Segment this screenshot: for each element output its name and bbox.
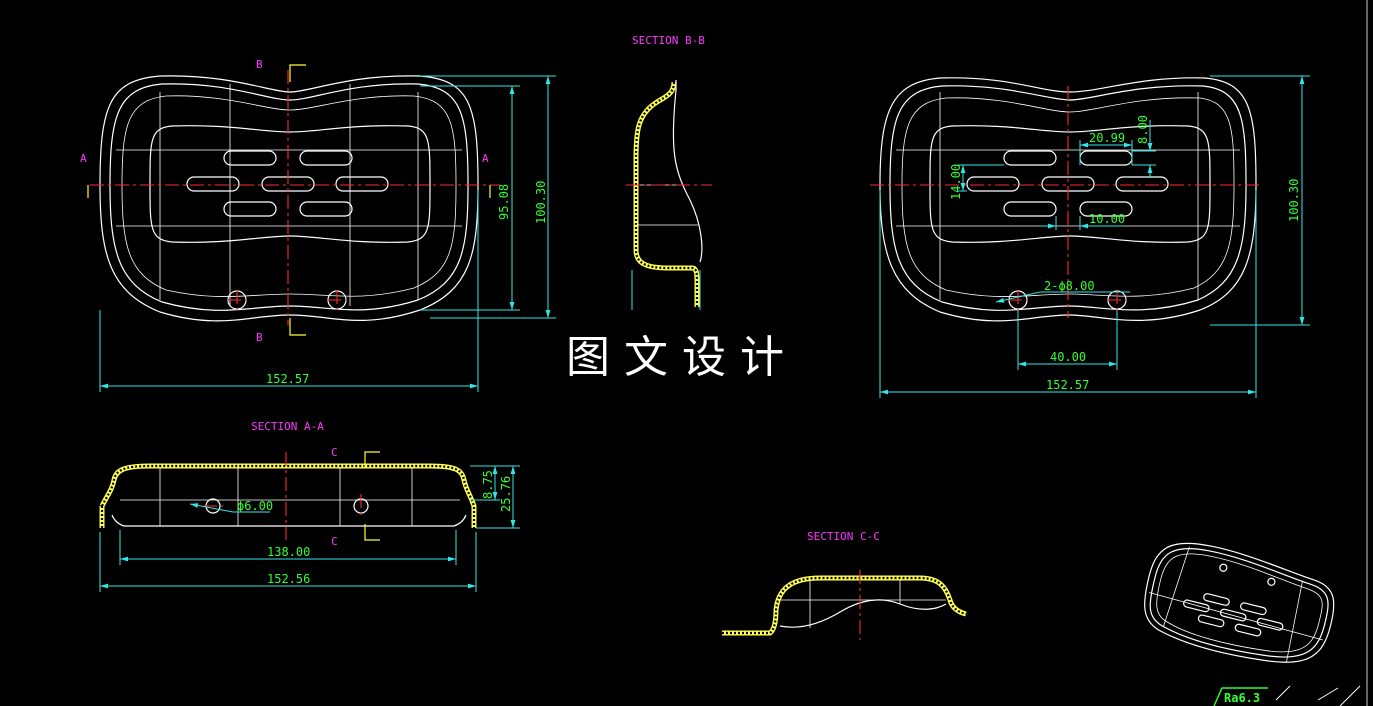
dim-top-view-height-outer: 100.30 bbox=[534, 181, 548, 224]
dim-top-view-width: 152.57 bbox=[266, 372, 309, 386]
label-section-bb: SECTION B-B bbox=[632, 34, 705, 47]
right-view bbox=[870, 75, 1310, 398]
label-section-aa: SECTION A-A bbox=[251, 420, 324, 433]
isometric-view bbox=[1144, 542, 1335, 663]
dim-slot-gap-h: 10.00 bbox=[1089, 212, 1125, 226]
dim-section-aa-height: 25.76 bbox=[499, 476, 513, 512]
watermark-text: 图文设计 bbox=[566, 332, 798, 383]
roughness-symbol bbox=[1213, 685, 1361, 706]
cut-letter-c-bottom: C bbox=[331, 535, 338, 548]
cut-letter-c-top: C bbox=[331, 446, 338, 459]
dim-right-view-width: 152.57 bbox=[1046, 378, 1089, 392]
dim-slot-pitch-v: 14.00 bbox=[949, 164, 963, 200]
section-aa-profile bbox=[99, 451, 520, 592]
dim-hole-spacing: 40.00 bbox=[1050, 350, 1086, 364]
dim-hole-callout: 2-ϕ8.00 bbox=[1044, 279, 1095, 293]
dim-slot-gap-v: 8.00 bbox=[1136, 115, 1150, 144]
dim-section-aa-hole: ϕ6.00 bbox=[237, 499, 273, 513]
cut-letter-b-top: B bbox=[256, 58, 263, 71]
dim-slot-length: 20.99 bbox=[1089, 131, 1125, 145]
dim-top-view-height-inner: 95.08 bbox=[497, 184, 511, 220]
cut-letter-a-right: A bbox=[482, 152, 489, 165]
cut-letter-b-bottom: B bbox=[256, 331, 263, 344]
section-bb-profile bbox=[626, 80, 712, 310]
dim-section-aa-depth: 8.75 bbox=[481, 470, 495, 499]
label-section-cc: SECTION C-C bbox=[807, 530, 880, 543]
section-cc-profile bbox=[722, 570, 967, 640]
dim-section-aa-total-width: 152.56 bbox=[267, 572, 310, 586]
top-view bbox=[87, 64, 556, 392]
dim-right-view-height: 100.30 bbox=[1287, 179, 1301, 222]
cut-letter-a-left: A bbox=[80, 152, 87, 165]
dim-section-aa-inner-width: 138.00 bbox=[267, 545, 310, 559]
roughness-label: Ra6.3 bbox=[1224, 691, 1260, 705]
